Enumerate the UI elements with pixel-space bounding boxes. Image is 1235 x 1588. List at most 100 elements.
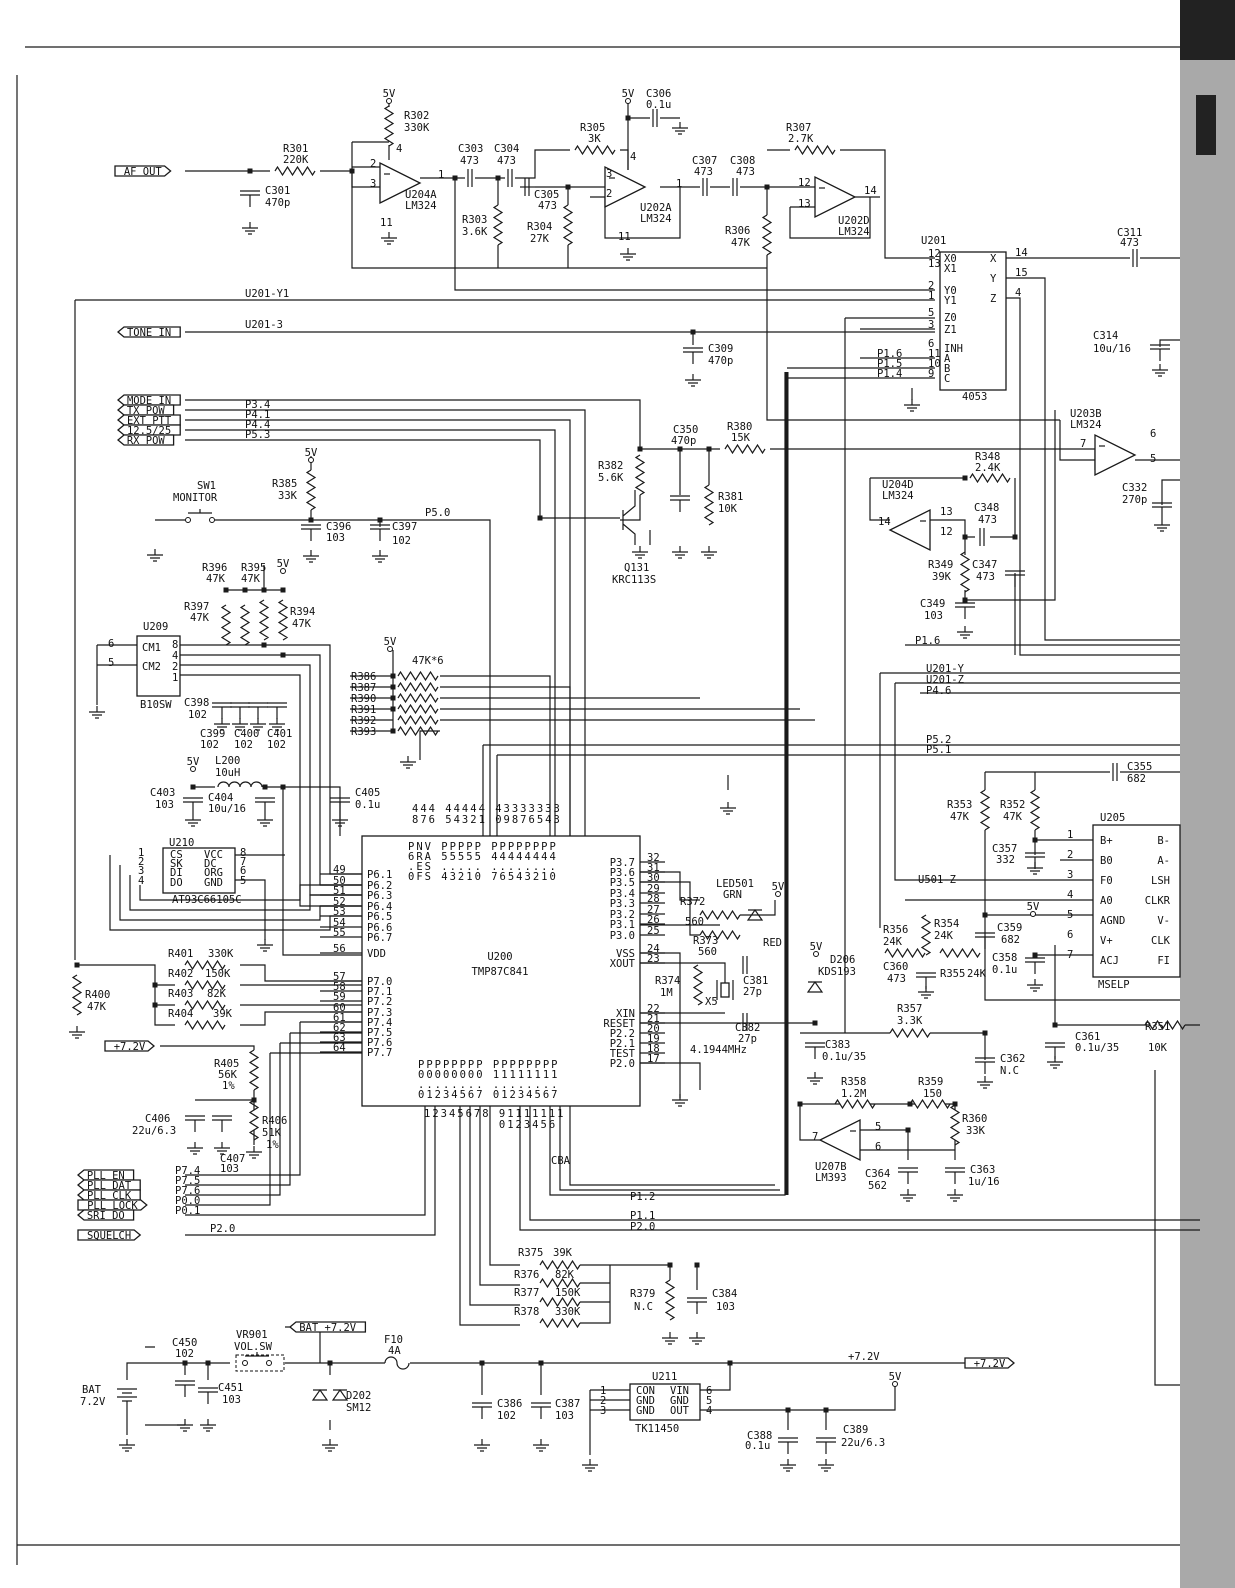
u200-pin-number: 50 — [333, 875, 346, 887]
u205-pin-number: 2 — [1067, 849, 1073, 861]
power-5v-label: 5V — [305, 447, 318, 459]
r397-value: 47K — [190, 612, 210, 624]
wire — [905, 899, 1093, 916]
u200-pin-number: 56 — [333, 943, 346, 955]
port-flag-label: TX POW — [127, 405, 166, 417]
r400-value: 47K — [87, 1001, 107, 1013]
r396-value: 47K — [206, 573, 226, 585]
capacitor-symbol — [1132, 249, 1138, 267]
switch-contact — [242, 1360, 248, 1366]
net-label: P4.6 — [926, 685, 951, 697]
c350-value: 470p — [671, 435, 696, 447]
u201-part: 4053 — [962, 391, 987, 403]
capacitor-symbol — [732, 178, 738, 196]
port-flag — [116, 434, 175, 446]
c304-value: 473 — [497, 155, 516, 167]
ground-icon — [214, 718, 230, 731]
r394-ref: R394 — [290, 606, 315, 618]
resistor-symbol — [397, 714, 439, 726]
u200-pin-name: P7.5 — [367, 1027, 392, 1039]
c347-ref: C347 — [972, 559, 997, 571]
capacitor-symbol — [652, 109, 658, 127]
u211-ref: U211 — [652, 1371, 677, 1383]
capacitor-symbol — [175, 1380, 195, 1397]
u200-pin-name: P3.1 — [610, 919, 635, 931]
r404-ref: R404 — [168, 1008, 193, 1020]
c363-value: 1u/16 — [968, 1176, 1000, 1188]
u209-pin-name: CM1 — [142, 642, 161, 654]
resistor-symbol — [920, 914, 932, 956]
c349-value: 103 — [924, 610, 943, 622]
r354-ref: R354 — [934, 918, 959, 930]
junction-dot — [280, 784, 286, 790]
r353-value: 47K — [950, 811, 970, 823]
u205-pin-name: B+ — [1100, 835, 1113, 847]
switch-contact — [185, 517, 191, 523]
u201-ref: U201 — [921, 235, 946, 247]
capacitor-symbol — [183, 797, 203, 814]
resistor-symbol — [909, 1098, 951, 1110]
u210-pin-number: 2 — [138, 856, 144, 868]
u201-pin-number: 5 — [928, 307, 934, 319]
op-amp-pin-number: 11 — [380, 217, 393, 229]
resistor-symbol — [699, 909, 741, 921]
op-amp-pin-number: 3 — [606, 168, 612, 180]
ground-icon — [147, 549, 163, 562]
resistor-symbol — [184, 959, 226, 971]
wire — [226, 565, 283, 591]
u200-pin-name: P2.1 — [610, 1038, 635, 1050]
resistor-symbol — [979, 789, 991, 831]
r304-value: 27K — [530, 233, 550, 245]
c383-value: 0.1u/35 — [822, 1051, 866, 1063]
wire — [640, 448, 1095, 495]
capacitor-symbol — [212, 1115, 232, 1132]
c399-value: 102 — [200, 739, 219, 751]
resistor-symbol — [574, 144, 616, 156]
u201-pin-number: 6 — [928, 338, 934, 350]
u210-pin-name: ORG — [204, 867, 223, 879]
wire — [766, 187, 1060, 421]
op-amp-pin-number: 7 — [812, 1131, 818, 1143]
wire — [185, 1032, 362, 1206]
u200-bottom-pin-names: PPPPPPPP PPPPPPPP — [418, 1059, 559, 1071]
port-flag-label: RX POW — [127, 435, 166, 447]
op-amp-pin-number: 1 — [676, 178, 682, 190]
resistor-symbol — [248, 1049, 260, 1091]
junction-dot — [223, 587, 229, 593]
c404-ref: C404 — [208, 792, 233, 804]
junction-dot — [190, 784, 196, 790]
r395-value: 47K — [241, 573, 261, 585]
capacitor-symbol — [898, 1167, 918, 1184]
net-label: CBA — [551, 1155, 571, 1167]
r396-ref: R396 — [202, 562, 227, 574]
c398-value: 102 — [188, 709, 207, 721]
r348-ref: R348 — [975, 451, 1000, 463]
resistor-symbol — [71, 974, 83, 1016]
resistor-array-ref: R386 — [351, 671, 376, 683]
resistor-symbol — [1029, 789, 1041, 831]
r385-ref: R385 — [272, 478, 297, 490]
junction-dot — [785, 1407, 791, 1413]
op-amp-pin-number: 1 — [438, 169, 444, 181]
c332-ref: C332 — [1122, 482, 1147, 494]
port-flag-label: +7.2V — [114, 1041, 146, 1053]
resistor-symbol — [692, 964, 704, 1006]
wire — [454, 178, 935, 291]
crystal-plates — [716, 980, 734, 1000]
ground-icon — [1027, 979, 1043, 992]
c399-ref: C399 — [200, 728, 225, 740]
c303-value: 473 — [460, 155, 479, 167]
r380-value: 15K — [731, 432, 751, 444]
u200-pin-number: 22 — [647, 1003, 660, 1015]
op-amp-pin-number: 6 — [1150, 428, 1156, 440]
power-5v-label: 5V — [622, 88, 635, 100]
u209-chip — [136, 635, 181, 697]
u200-part: TMP87C841 — [472, 966, 529, 978]
u200-pin-name: XIN — [616, 1008, 635, 1020]
c406-ref: C406 — [145, 1113, 170, 1125]
u210-pin-number: 6 — [240, 865, 246, 877]
op-amp-symbol — [379, 161, 422, 205]
page-edge-strip — [1180, 0, 1235, 1588]
r351-ref: R351 — [1145, 1021, 1170, 1033]
c450-value: 102 — [175, 1348, 194, 1360]
